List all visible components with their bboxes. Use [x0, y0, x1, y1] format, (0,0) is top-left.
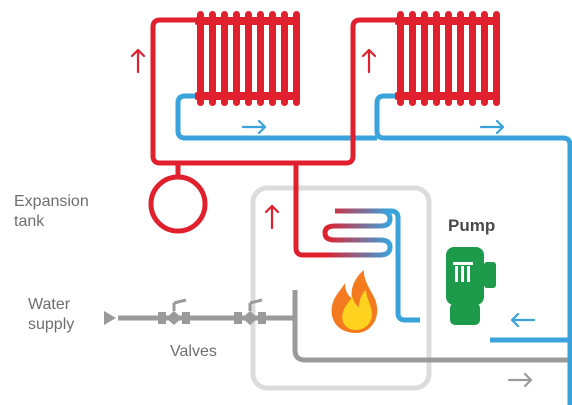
water-supply-label: Water supply [28, 295, 74, 335]
radiator-icon [395, 11, 500, 106]
valve-icon [234, 298, 266, 325]
cold-return-pipe [175, 93, 572, 405]
arrow-icon [130, 48, 377, 230]
pipe-dots [568, 366, 572, 405]
arrow-icon [507, 372, 533, 388]
water-supply-label-line2: supply [28, 316, 75, 333]
boiler-housing [250, 185, 432, 391]
flame-icon [331, 270, 378, 333]
expansion-tank-label-line1: Expansion [14, 193, 89, 210]
supply-inlet-icon [104, 311, 116, 325]
arrow-icon [241, 119, 536, 328]
pump-label: Pump [448, 216, 496, 235]
expansion-tank-label: Expansion tank [14, 192, 89, 232]
heat-exchanger-coil [322, 208, 393, 258]
expansion-tank-icon [148, 174, 208, 234]
expansion-tank-label-line2: tank [14, 213, 45, 230]
pump-icon [446, 247, 496, 325]
valve-icon [158, 298, 190, 325]
valves-label: Valves [170, 343, 217, 360]
radiator-icon [195, 11, 300, 106]
water-supply-label-line1: Water [28, 296, 71, 313]
